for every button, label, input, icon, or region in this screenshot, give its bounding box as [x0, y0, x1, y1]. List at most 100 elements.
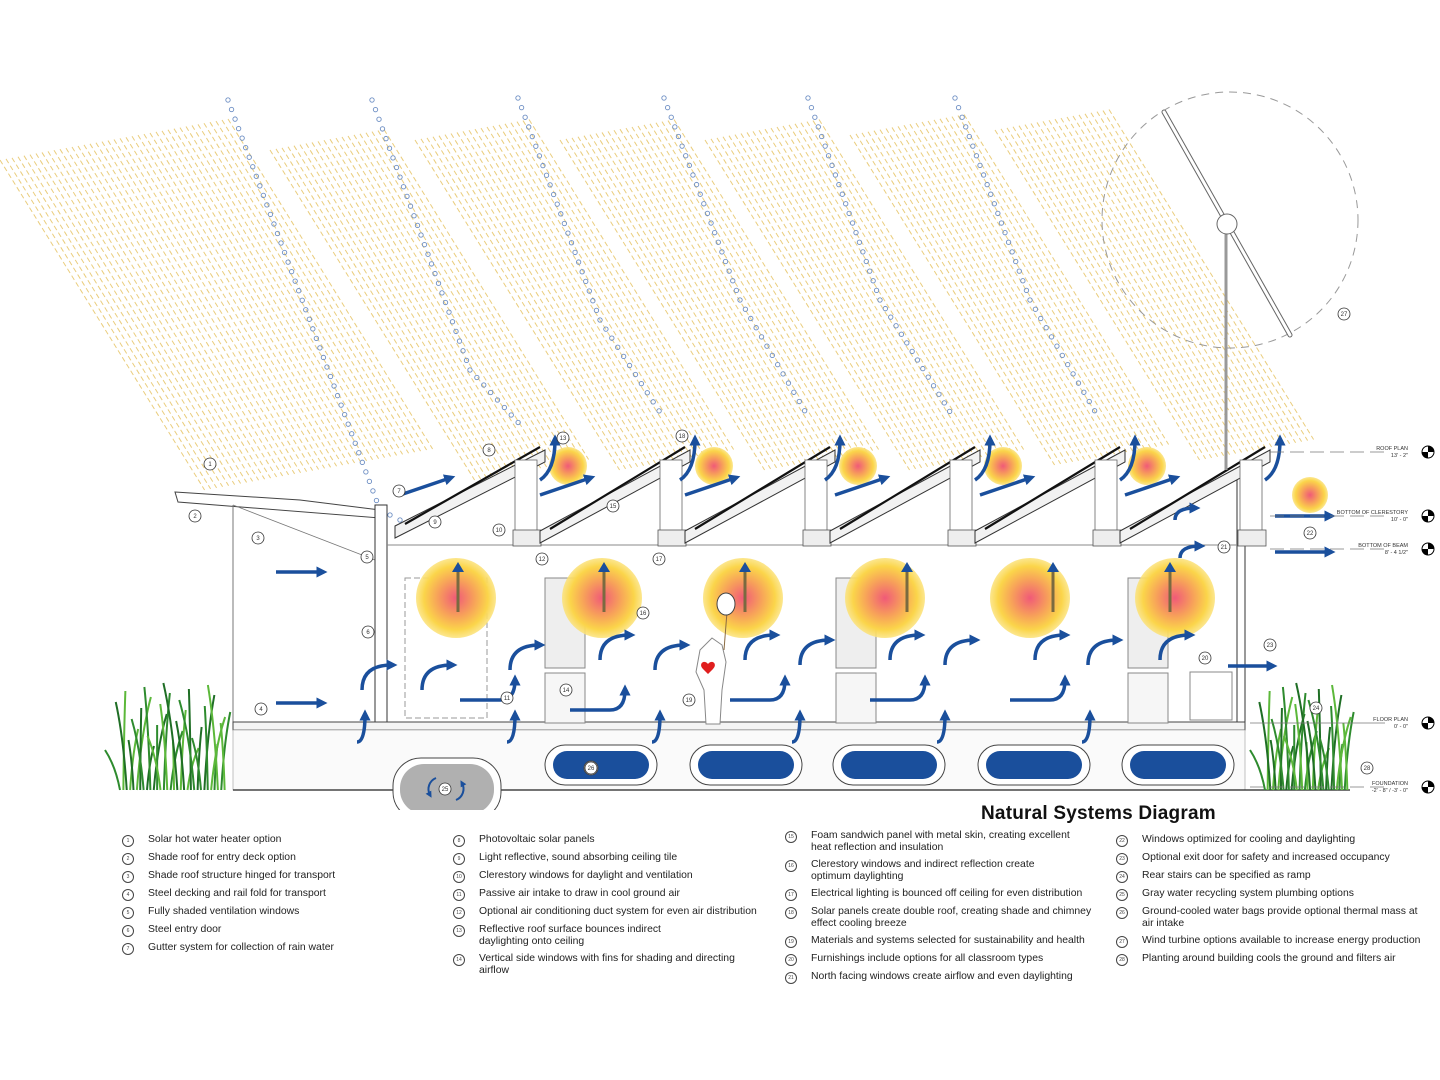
callout-circle	[559, 683, 573, 697]
reflection-dot	[425, 251, 431, 257]
airflow-arrow	[399, 474, 456, 497]
sun-ray	[383, 129, 590, 460]
reflection-dot	[320, 354, 327, 361]
reflection-dot	[453, 328, 459, 335]
sun-ray	[1024, 124, 1231, 455]
entry-shade-roof	[174, 491, 381, 519]
sun-ray	[107, 140, 314, 471]
legend-text: Photovoltaic solar panels	[479, 834, 595, 845]
reflection-dot	[327, 373, 334, 380]
sun-ray	[722, 136, 929, 468]
sun-ray	[5, 158, 212, 490]
heat-glows	[416, 447, 1328, 638]
sun-ray	[522, 120, 729, 451]
reflection-dot	[946, 408, 953, 415]
reflection-dot	[603, 326, 609, 332]
grass-blade	[1325, 726, 1332, 791]
reflection-dot	[418, 232, 424, 238]
sun-ray	[631, 126, 838, 458]
reflection-dot	[407, 203, 414, 209]
airflow-arrow	[356, 709, 371, 744]
callout-circle	[1309, 701, 1323, 715]
reflection-dot	[1005, 239, 1012, 245]
legend-number-badge: 6	[122, 925, 134, 937]
callout-number: 15	[610, 504, 617, 510]
grass-blade	[1281, 686, 1290, 791]
callout-circle	[636, 606, 650, 620]
callout-number: 26	[588, 766, 595, 772]
reflection-dot	[313, 335, 320, 342]
water-bag	[553, 751, 649, 779]
reflection-dot	[1070, 371, 1076, 377]
reflection-dot	[825, 153, 832, 159]
sun-ray	[710, 138, 917, 470]
sun-ray	[1018, 125, 1225, 456]
reflection-dot	[914, 357, 921, 363]
legend-text: North facing windows create airflow and …	[811, 971, 1073, 982]
clerestory-window	[1094, 459, 1118, 541]
grass-blade	[129, 728, 140, 791]
sun-ray	[29, 154, 236, 485]
reflection-dot	[970, 143, 976, 149]
sun-ray	[59, 148, 266, 480]
legend-number-badge: 16	[785, 860, 797, 872]
heat-glow	[1135, 558, 1215, 638]
sun-ray	[583, 135, 790, 466]
reflection-dot	[963, 124, 969, 130]
reflection-dot	[376, 116, 382, 122]
sun-ray	[1078, 114, 1285, 446]
airflow-arrow	[973, 434, 996, 482]
heat-glow	[549, 447, 587, 485]
sun-ray	[161, 130, 368, 462]
sun-ray	[951, 116, 1158, 447]
grass-blade	[1266, 690, 1271, 791]
reflection-dot	[225, 97, 231, 103]
callout-circle	[251, 531, 265, 545]
reflection-dot	[397, 174, 403, 180]
sun-ray	[347, 135, 554, 467]
reflection-dot	[568, 240, 575, 246]
heat-glow	[703, 558, 783, 638]
legend-text: Rear stairs can be specified as ramp	[1142, 870, 1311, 881]
reflection-dot	[253, 173, 259, 179]
reflection-dot	[708, 220, 714, 226]
heat-glow	[984, 447, 1022, 485]
sun-ray	[143, 133, 350, 465]
sun-ray	[909, 123, 1116, 455]
reflection-dot	[250, 164, 256, 170]
sun-ray	[897, 126, 1104, 457]
legend-number-badge: 27	[1116, 936, 1128, 948]
legend-number-badge: 18	[785, 907, 797, 919]
sun-ray	[179, 127, 386, 458]
level-elevation: 0' - 0"	[1394, 724, 1408, 730]
reflection-dot	[785, 380, 792, 386]
reflection-dot	[764, 343, 770, 349]
reflection-dot	[243, 145, 249, 151]
recycle-arrow	[425, 777, 437, 798]
reflection-dot	[672, 124, 678, 130]
sun-ray	[1048, 120, 1255, 451]
grass-blade	[162, 692, 171, 791]
airflow-arrow	[730, 674, 791, 702]
sun-ray	[752, 131, 959, 462]
sun-ray	[504, 123, 711, 455]
reflection-dot	[853, 230, 859, 236]
reflection-dot	[991, 201, 997, 207]
heat-glow	[695, 447, 733, 485]
sun-ray	[1108, 109, 1315, 440]
sun-ray	[818, 119, 1025, 450]
reflection-dot	[1075, 380, 1082, 386]
reflection-dot	[551, 191, 557, 198]
reflection-dot	[1016, 268, 1022, 274]
callout-circle	[1263, 638, 1277, 652]
reflection-dot	[955, 104, 962, 111]
airflow-arrow	[1081, 709, 1096, 744]
reflection-dot	[796, 398, 802, 405]
reflection-dot	[456, 338, 463, 344]
reflection-dot	[363, 469, 369, 475]
grass-blade	[1269, 739, 1277, 791]
reflection-dot	[228, 106, 235, 113]
grass-blade	[1249, 749, 1266, 791]
